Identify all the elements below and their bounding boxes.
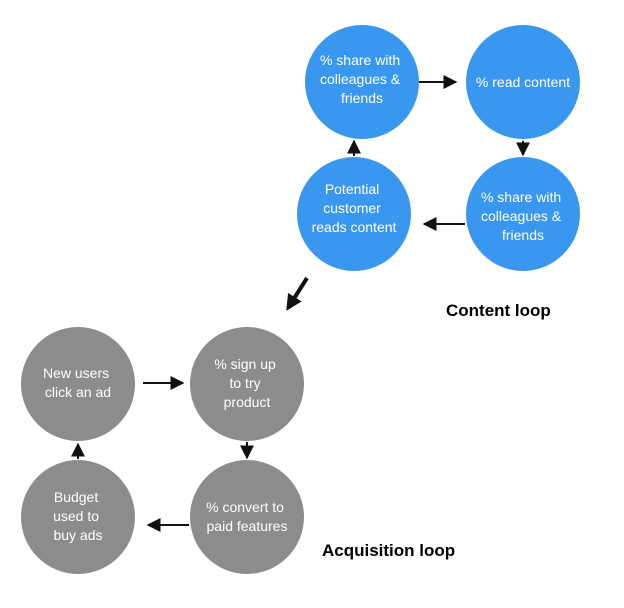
content-loop-label: Content loop [446, 301, 551, 320]
content-node-share-bottom-label: % share with colleagues & friends [481, 189, 565, 243]
content-node-potential-customer: Potential customer reads content [297, 157, 411, 271]
acquisition-loop-label: Acquisition loop [322, 541, 455, 560]
acquisition-node-sign-up: % sign up to try product [190, 327, 304, 441]
content-node-share-top: % share with colleagues & friends [305, 25, 419, 139]
content-node-share-top-label: % share with colleagues & friends [320, 52, 404, 106]
acquisition-node-convert: % convert to paid features [190, 460, 304, 574]
content-node-potential-customer-label: Potential customer reads content [312, 181, 397, 235]
acquisition-node-budget: Budget used to buy ads [21, 460, 135, 574]
content-node-read-content: % read content [466, 25, 580, 139]
acquisition-node-new-users-label: New users click an ad [43, 365, 113, 400]
content-node-share-bottom: % share with colleagues & friends [466, 157, 580, 271]
acquisition-node-budget-label: Budget used to buy ads [53, 489, 103, 543]
content-node-read-content-label: % read content [476, 74, 570, 90]
loop-connector-arrow [286, 276, 309, 311]
acquisition-node-new-users: New users click an ad [21, 327, 135, 441]
acquisition-node-sign-up-label: % sign up to try product [214, 356, 279, 410]
acquisition-node-convert-label: % convert to paid features [206, 499, 288, 534]
